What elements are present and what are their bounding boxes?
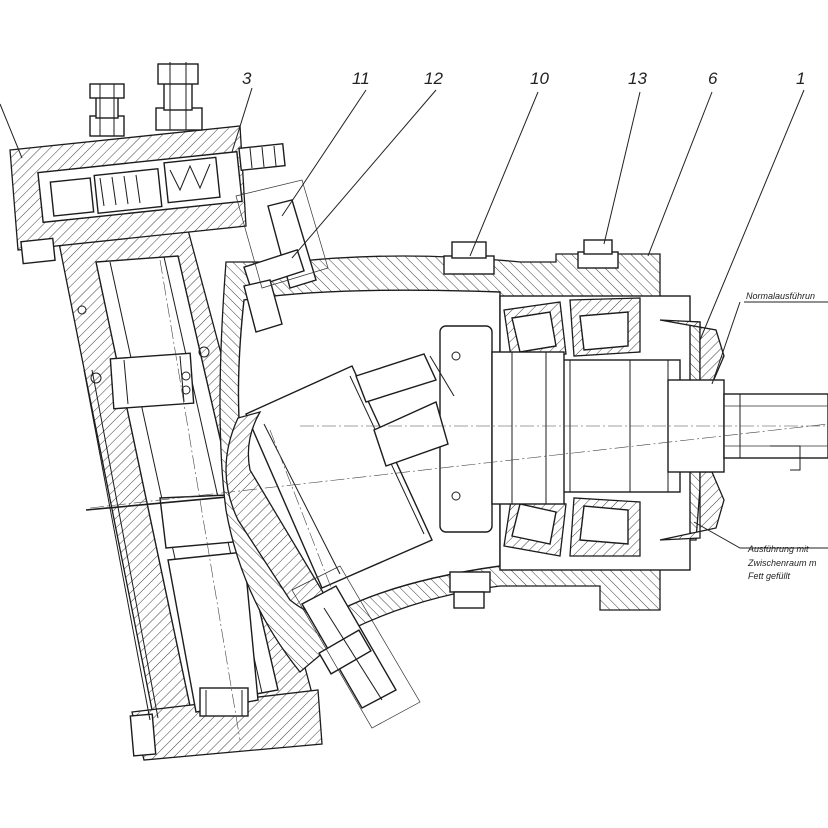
callout-labels: 3 11 12 10 13 6 1 bbox=[242, 69, 805, 88]
callout-12: 12 bbox=[424, 69, 443, 88]
cylinder-block bbox=[225, 353, 455, 614]
leader-lines bbox=[0, 87, 828, 549]
port-plate-housing bbox=[57, 229, 323, 761]
callout-1: 1 bbox=[796, 69, 805, 88]
note-normal: Normalausführun bbox=[746, 291, 815, 301]
valve-block bbox=[9, 62, 286, 265]
callout-10: 10 bbox=[530, 69, 549, 88]
callout-13: 13 bbox=[628, 69, 647, 88]
note-variant-1: Ausführung mit bbox=[747, 544, 809, 554]
fitting-right bbox=[155, 62, 203, 131]
adjust-pin-upper bbox=[235, 179, 329, 333]
note-variant-3: Fett gefüllt bbox=[748, 571, 791, 581]
callout-11: 11 bbox=[352, 69, 370, 88]
note-variant-2: Zwischenraum m bbox=[747, 558, 817, 568]
notes: Normalausführun Ausführung mit Zwischenr… bbox=[746, 291, 817, 581]
adjust-pin-lower bbox=[291, 565, 421, 729]
drive-flange bbox=[439, 325, 565, 533]
callout-3: 3 bbox=[242, 69, 252, 88]
centre-lines bbox=[89, 259, 828, 741]
callout-6: 6 bbox=[708, 69, 718, 88]
fitting-left bbox=[89, 83, 125, 137]
